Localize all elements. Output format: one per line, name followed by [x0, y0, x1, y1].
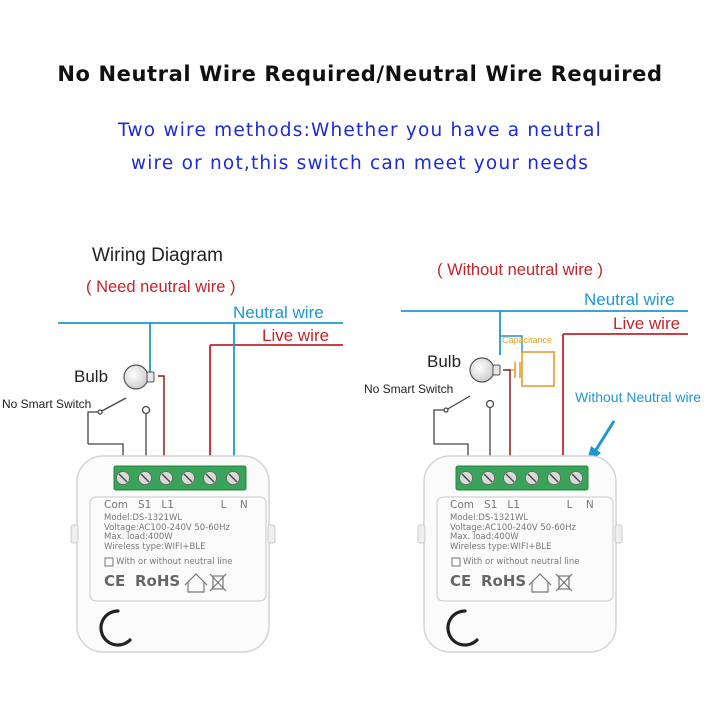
right-neutral-label: Neutral wire: [584, 290, 675, 309]
left-rohs-mark: RoHS: [135, 572, 181, 590]
left-warning-icon: [104, 557, 114, 567]
left-live-label: Live wire: [262, 326, 330, 345]
right-home-icon: [528, 573, 552, 593]
left-mode-label: ( Need neutral wire ): [86, 278, 236, 296]
terminal-com: Com: [450, 499, 474, 511]
right-power-icon: [446, 609, 479, 647]
spec-max-load: Max. load:400W: [104, 532, 173, 543]
left-terminal-labels: Com S1 L1 L N: [104, 499, 248, 511]
right-bulb-icon: [469, 357, 501, 383]
terminal-n: N: [585, 499, 594, 511]
right-weee-icon: [555, 573, 573, 592]
page-title: No Neutral Wire Required/Neutral Wire Re…: [57, 62, 663, 86]
right-neutral-note: With or without neutral line: [463, 557, 580, 567]
wiring-diagram-heading: Wiring Diagram: [92, 245, 223, 266]
capacitance-label: Capacitance: [502, 335, 553, 345]
left-home-icon: [184, 573, 208, 593]
right-wiring-diagram: [401, 310, 688, 653]
subtitle-line-1: Two wire methods:Whether you have a neut…: [118, 120, 602, 141]
subtitle-line-2: wire or not,this switch can meet your ne…: [130, 153, 590, 174]
left-bulb-icon: [123, 364, 155, 390]
left-neutral-label: Neutral wire: [233, 303, 324, 322]
capacitor-box: [521, 351, 555, 387]
terminal-l: L: [220, 499, 227, 511]
spec-max-load: Max. load:400W: [450, 532, 519, 543]
spec-wireless: Wireless type:WIFI+BLE: [450, 541, 552, 552]
without-neutral-callout: Without Neutral wire: [575, 389, 702, 405]
left-power-icon: [99, 609, 132, 647]
spec-wireless: Wireless type:WIFI+BLE: [104, 541, 206, 552]
terminal-l1: L1: [507, 499, 520, 511]
left-ce-mark: CE: [104, 572, 126, 590]
right-ce-mark: CE: [450, 572, 472, 590]
terminal-s1: S1: [138, 499, 152, 511]
left-wiring-diagram: [58, 322, 343, 653]
right-rohs-mark: RoHS: [481, 572, 527, 590]
right-switch-label: No Smart Switch: [364, 382, 454, 396]
right-warning-icon: [451, 557, 461, 567]
left-spec-block: Model:DS-1321WL Voltage:AC100-240V 50-60…: [104, 513, 230, 552]
right-bulb-label: Bulb: [427, 352, 462, 371]
terminal-l1: L1: [161, 499, 174, 511]
spec-voltage: Voltage:AC100-240V 50-60Hz: [450, 522, 576, 533]
left-weee-icon: [209, 573, 227, 592]
terminal-s1: S1: [484, 499, 498, 511]
right-spec-block: Model:DS-1321WL Voltage:AC100-240V 50-60…: [450, 513, 576, 552]
right-device: [417, 455, 623, 653]
terminal-n: N: [239, 499, 248, 511]
right-terminal-labels: Com S1 L1 L N: [450, 499, 594, 511]
right-switch-icon: [433, 395, 495, 468]
right-live-label: Live wire: [613, 314, 681, 333]
right-mode-label: ( Without neutral wire ): [437, 261, 603, 279]
left-switch-label: No Smart Switch: [2, 397, 92, 411]
spec-model: Model:DS-1321WL: [104, 513, 183, 523]
left-bulb-label: Bulb: [74, 367, 109, 386]
left-neutral-note: With or without neutral line: [116, 557, 233, 567]
spec-voltage: Voltage:AC100-240V 50-60Hz: [104, 522, 230, 533]
terminal-l: L: [566, 499, 573, 511]
spec-model: Model:DS-1321WL: [450, 513, 529, 523]
left-bulb-to-L1: [158, 375, 165, 468]
terminal-com: Com: [104, 499, 128, 511]
left-device: [70, 455, 276, 653]
